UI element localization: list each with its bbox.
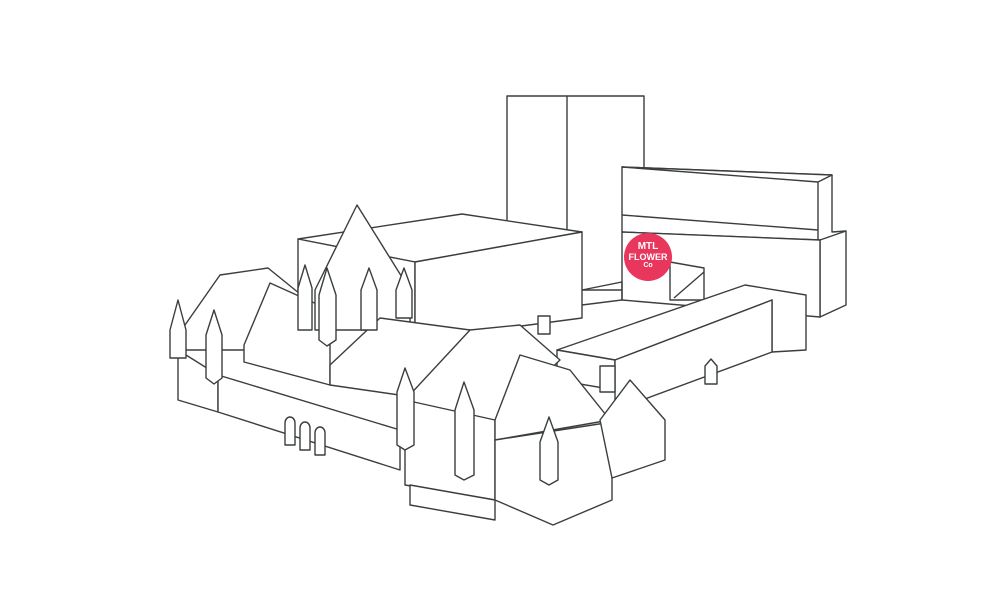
turrets — [169, 264, 559, 486]
long-building — [556, 284, 807, 411]
logo-line-2: FLOWER — [628, 252, 668, 262]
castle — [169, 204, 666, 526]
mtl-flower-co-logo: MTL FLOWER Co — [624, 233, 672, 281]
logo-line-3: Co — [643, 262, 653, 269]
logo-line-1: MTL — [637, 241, 659, 252]
